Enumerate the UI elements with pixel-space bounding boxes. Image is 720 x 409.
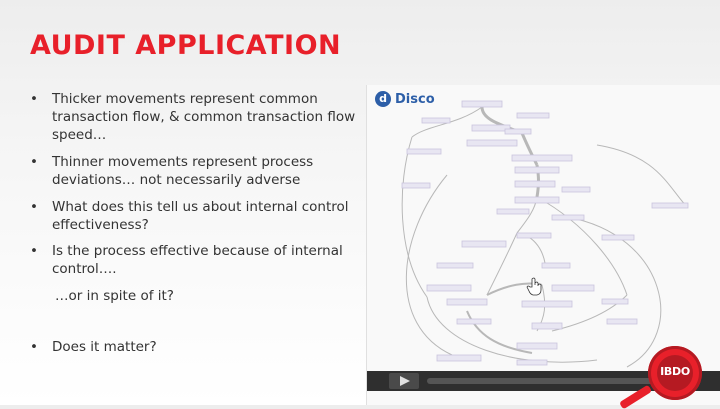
video-progress-bar[interactable] — [427, 378, 667, 384]
slide-title: AUDIT APPLICATION — [30, 30, 342, 61]
disco-logo-text: Disco — [395, 91, 435, 107]
process-nodes — [401, 100, 689, 366]
video-controls — [367, 371, 720, 391]
bullet-dot: • — [30, 339, 38, 355]
bdo-logo-text: IBDO — [660, 365, 690, 378]
hand-cursor-icon — [526, 277, 542, 296]
bullet-text: Does it matter? — [52, 339, 157, 355]
process-map — [401, 100, 689, 368]
disco-logo-icon: d — [375, 91, 391, 107]
bullet-dot: • — [30, 91, 38, 107]
play-button[interactable] — [389, 373, 419, 389]
bdo-logo-inner — [657, 355, 693, 391]
bullet-dot: • — [30, 154, 38, 170]
bullet-text: Thicker movements represent common trans… — [52, 91, 356, 143]
sub-note: …or in spite of it? — [55, 288, 174, 304]
bullet-dot: • — [30, 199, 38, 215]
bullet-text: What does this tell us about internal co… — [52, 199, 349, 233]
bullet-text: Is the process effective because of inte… — [52, 243, 343, 277]
bullet-dot: • — [30, 243, 38, 259]
disco-logo: d Disco — [375, 91, 435, 107]
bullet-text: Thinner movements represent process devi… — [52, 154, 314, 188]
bdo-logo: IBDO — [648, 346, 702, 400]
